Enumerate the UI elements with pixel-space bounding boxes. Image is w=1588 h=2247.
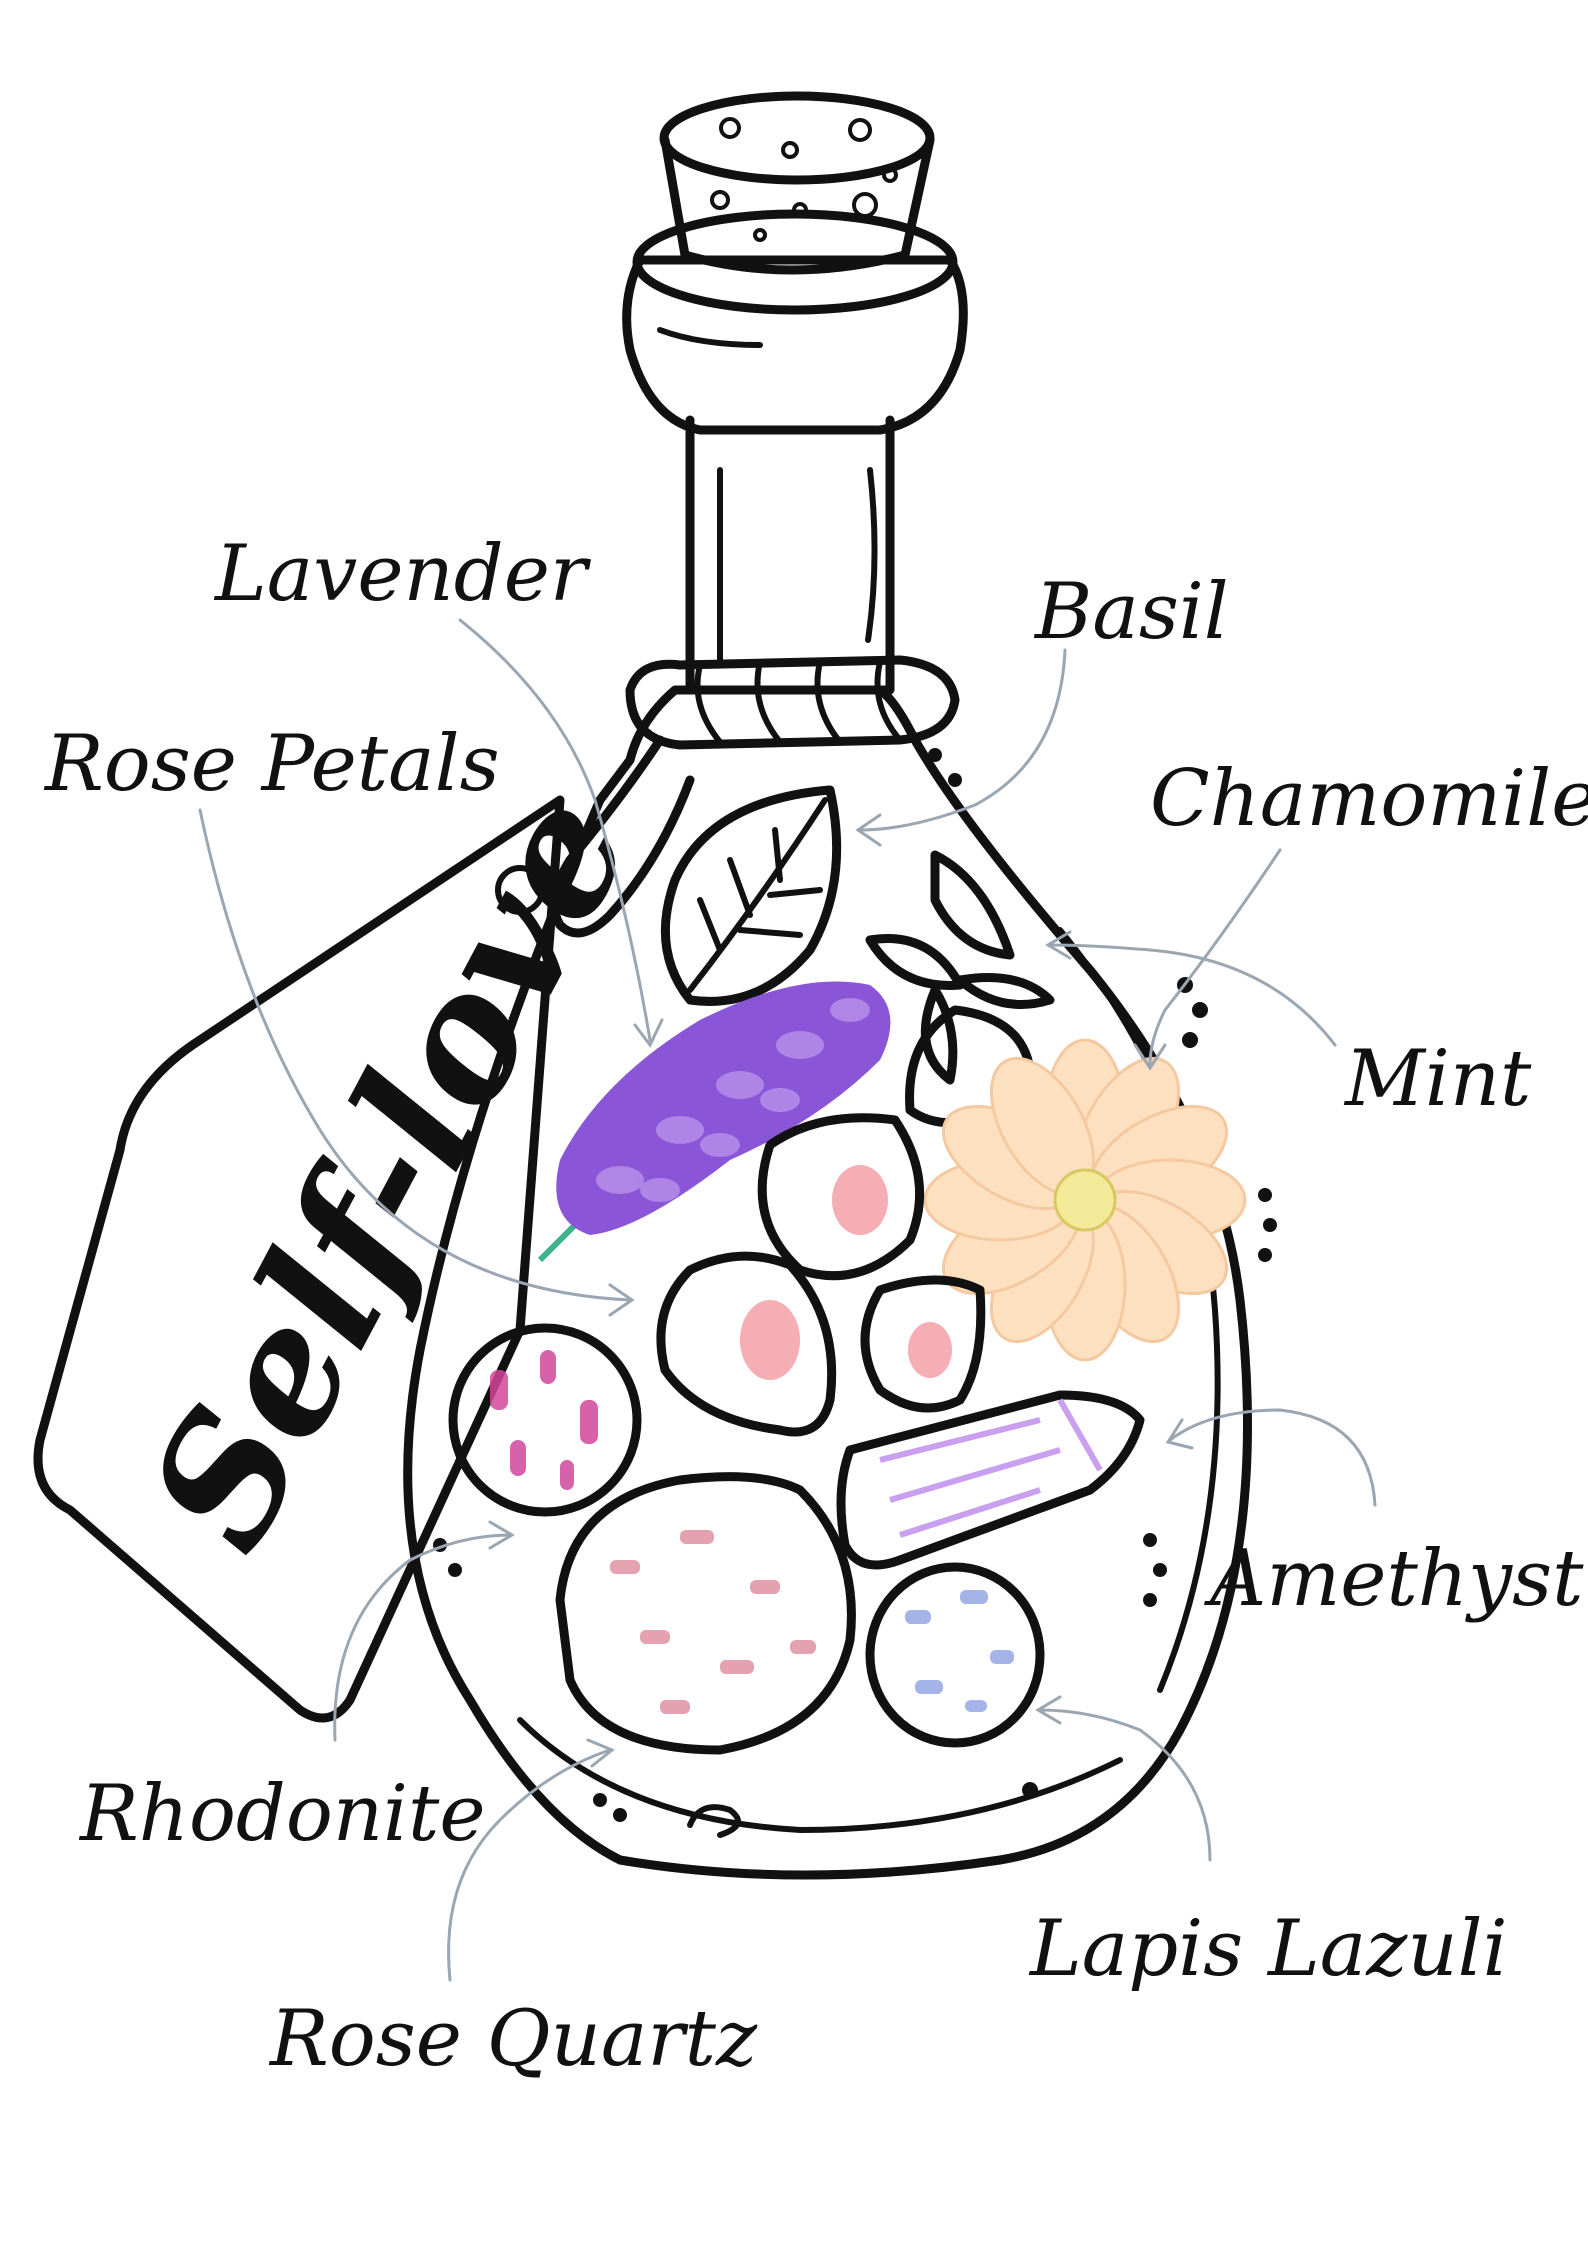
label-lavender: Lavender xyxy=(213,529,592,619)
label-basil: Basil xyxy=(1033,567,1229,657)
amethyst-crystal xyxy=(841,1395,1140,1565)
basil-leaf xyxy=(665,790,836,1001)
rhodonite-arrow xyxy=(335,1535,510,1740)
lip-dash xyxy=(660,330,760,345)
label-mint: Mint xyxy=(1343,1034,1532,1124)
bottle-lip xyxy=(627,260,964,430)
bottle-inner-bottom xyxy=(520,1720,1120,1830)
label-rose-petals: Rose Petals xyxy=(43,719,500,809)
rose-quartz-stone xyxy=(560,1477,851,1750)
neck-highlight-right xyxy=(868,470,875,640)
label-rhodonite: Rhodonite xyxy=(78,1769,486,1859)
label-rose-quartz: Rose Quartz xyxy=(268,1994,758,2084)
label-lapis-lazuli: Lapis Lazuli xyxy=(1028,1904,1508,1994)
chamomile-flower xyxy=(925,1040,1245,1360)
mint-arrow xyxy=(1050,945,1335,1045)
amethyst-arrow xyxy=(1170,1410,1375,1505)
label-amethyst: Amethyst xyxy=(1204,1534,1584,1624)
tag: Self-love xyxy=(38,763,670,1718)
lapis-lazuli-stone xyxy=(870,1567,1040,1743)
label-chamomile: Chamomile xyxy=(1150,754,1588,844)
chamomile-arrow xyxy=(1150,850,1280,1065)
